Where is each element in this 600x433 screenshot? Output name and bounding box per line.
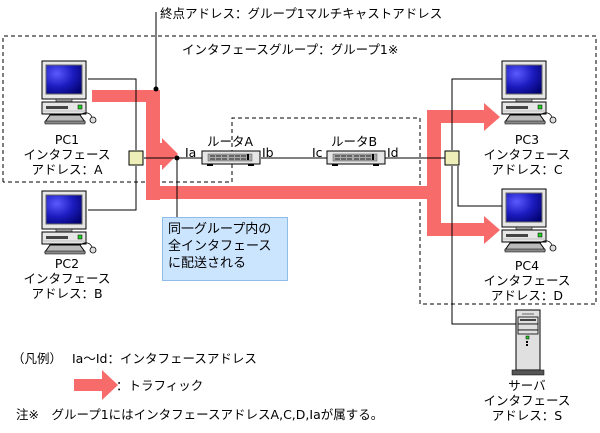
delivery-callout: 同一グループ内の 全インタフェース に配送される bbox=[162, 217, 288, 281]
router-a-icon[interactable] bbox=[201, 150, 261, 167]
pc3-icon[interactable] bbox=[501, 60, 557, 125]
group-label: インタフェースグループ：グループ1※ bbox=[182, 42, 399, 57]
server-name: サーバ bbox=[508, 378, 546, 393]
destination-address-label: 終点アドレス：グループ1マルチキャストアドレス bbox=[160, 6, 443, 21]
pc2-label: PC2 インタフェース アドレス：B bbox=[14, 256, 120, 301]
interface-id-label: Id bbox=[387, 145, 399, 160]
footnote: 注※ グループ1にはインタフェースアドレスA,C,D,Iaが属する。 bbox=[16, 407, 384, 422]
pc4-icon[interactable] bbox=[501, 188, 557, 253]
legend-interface-text: Ia～Id：インタフェースアドレス bbox=[72, 351, 257, 366]
pc4-name: PC4 bbox=[514, 258, 540, 273]
pc2-name: PC2 bbox=[54, 256, 80, 271]
pc3-line2: アドレス：C bbox=[491, 162, 563, 177]
traffic-arrowhead-pc4 bbox=[484, 216, 500, 244]
pc1-line2: アドレス：A bbox=[31, 162, 103, 177]
interface-ic-label: Ic bbox=[312, 145, 323, 160]
pc3-label: PC3 インタフェース アドレス：C bbox=[474, 132, 580, 177]
router-a-name: ルータA bbox=[207, 134, 254, 149]
pc2-line2: アドレス：B bbox=[31, 286, 103, 301]
callout-line2: 全インタフェース bbox=[168, 239, 272, 254]
pc3-name: PC3 bbox=[514, 132, 540, 147]
pc2-icon[interactable] bbox=[41, 190, 97, 255]
pc1-label: PC1 インタフェース アドレス：A bbox=[14, 132, 120, 177]
traffic-trunk bbox=[146, 186, 440, 199]
server-icon[interactable] bbox=[511, 309, 545, 376]
legend-traffic-text: ：トラフィック bbox=[116, 378, 204, 393]
traffic-arrowhead-pc3 bbox=[484, 103, 500, 131]
callout-line3: に配送される bbox=[168, 256, 247, 271]
pc3-line1: インタフェース bbox=[483, 147, 571, 162]
interface-ia-label: Ia bbox=[185, 145, 197, 160]
server-line1: インタフェース bbox=[483, 393, 571, 408]
pc1-icon[interactable] bbox=[41, 60, 97, 125]
pc2-line1: インタフェース bbox=[23, 271, 111, 286]
pc4-line2: アドレス：D bbox=[490, 288, 564, 303]
server-line2: アドレス：S bbox=[491, 408, 563, 423]
hub-left[interactable] bbox=[128, 150, 144, 166]
pc1-line1: インタフェース bbox=[23, 147, 111, 162]
router-b-icon[interactable] bbox=[326, 150, 386, 167]
interface-ib-label: Ib bbox=[262, 145, 274, 160]
pc1-name: PC1 bbox=[54, 132, 80, 147]
traffic-path bbox=[92, 90, 500, 244]
legend-traffic-arrow bbox=[74, 370, 118, 400]
connection-lines bbox=[88, 12, 517, 325]
hub-right[interactable] bbox=[444, 150, 460, 166]
pc4-label: PC4 インタフェース アドレス：D bbox=[474, 258, 580, 303]
pc4-line1: インタフェース bbox=[483, 273, 571, 288]
legend-prefix: （凡例） bbox=[12, 351, 63, 366]
junction-dot bbox=[153, 86, 159, 92]
junction-dot bbox=[174, 155, 180, 161]
callout-line1: 同一グループ内の bbox=[168, 222, 272, 237]
router-b-name: ルータB bbox=[331, 134, 378, 149]
server-label: サーバ インタフェース アドレス：S bbox=[474, 378, 580, 423]
